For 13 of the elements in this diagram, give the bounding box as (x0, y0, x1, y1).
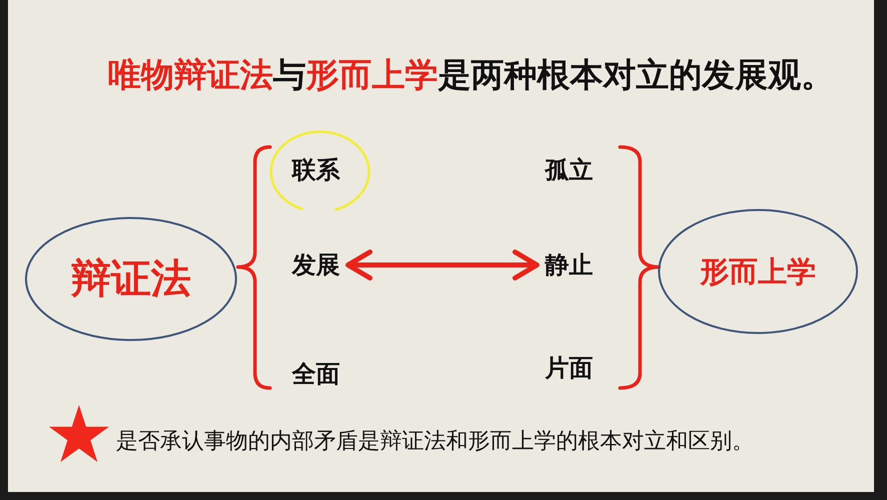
ellipse-label: 辩证法 (71, 256, 191, 302)
concept-ellipse (25, 217, 237, 341)
double-arrow (346, 250, 540, 280)
term-label: 全面 (292, 360, 340, 388)
term-label: 发展 (292, 251, 340, 279)
term-label: 孤立 (545, 156, 593, 184)
term-label: 片面 (545, 354, 593, 382)
note-text: 是否承认事物的内部矛盾是辩证法和形而上学的根本对立和区别。 (116, 428, 754, 456)
term-label: 联系 (292, 156, 340, 184)
term-label: 静止 (545, 251, 593, 279)
concept-ellipse (658, 209, 858, 334)
ellipse-label: 形而上学 (700, 255, 816, 288)
title: 唯物辩证法与形而上学是两种根本对立的发展观。 (108, 55, 834, 95)
